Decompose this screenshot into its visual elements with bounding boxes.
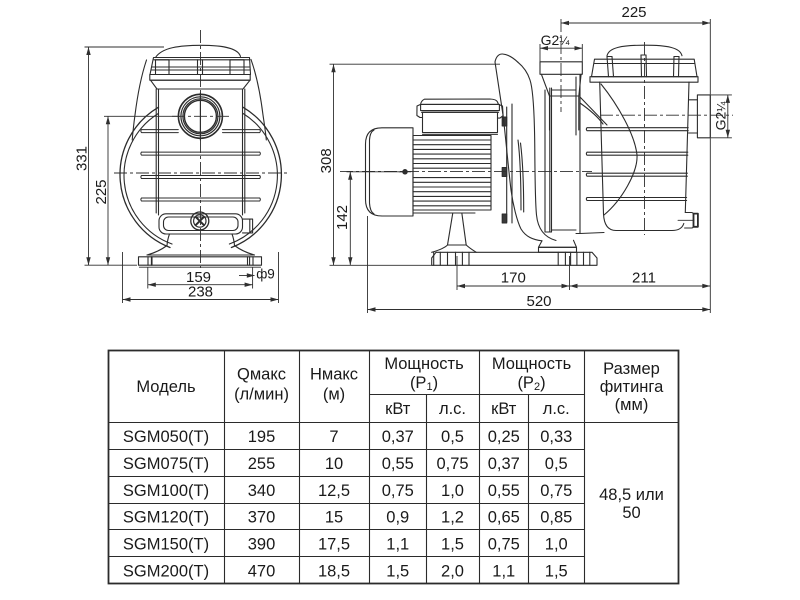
svg-text:0,5: 0,5 — [545, 455, 568, 473]
svg-text:159: 159 — [186, 269, 211, 286]
svg-text:1,2: 1,2 — [441, 509, 464, 527]
svg-text:(Р1): (Р1) — [410, 374, 438, 393]
svg-text:SGM050(Т): SGM050(Т) — [123, 428, 209, 446]
svg-text:л.с.: л.с. — [439, 400, 466, 418]
svg-text:211: 211 — [632, 269, 656, 286]
svg-text:238: 238 — [188, 283, 213, 300]
svg-text:0,55: 0,55 — [488, 482, 520, 500]
svg-text:G2¼: G2¼ — [541, 32, 571, 48]
svg-text:170: 170 — [501, 269, 526, 286]
svg-text:195: 195 — [248, 428, 276, 446]
svg-text:340: 340 — [248, 482, 276, 500]
svg-text:331: 331 — [74, 146, 91, 171]
svg-text:390: 390 — [248, 535, 276, 553]
svg-text:370: 370 — [248, 509, 276, 527]
svg-text:308: 308 — [318, 148, 335, 173]
svg-text:225: 225 — [621, 4, 646, 21]
svg-text:кВт: кВт — [385, 400, 411, 418]
svg-text:15: 15 — [325, 509, 343, 527]
svg-text:0,37: 0,37 — [382, 428, 414, 446]
svg-text:520: 520 — [526, 293, 551, 310]
svg-text:1,0: 1,0 — [441, 482, 464, 500]
svg-text:0,25: 0,25 — [488, 428, 520, 446]
svg-text:2,0: 2,0 — [441, 562, 464, 580]
svg-text:SGM200(Т): SGM200(Т) — [123, 562, 209, 580]
svg-text:0,65: 0,65 — [488, 509, 520, 527]
svg-text:(л/мин): (л/мин) — [234, 386, 289, 404]
svg-text:255: 255 — [248, 455, 276, 473]
svg-text:ф9: ф9 — [256, 266, 275, 281]
svg-text:SGM120(Т): SGM120(Т) — [123, 509, 209, 527]
svg-text:G2¼: G2¼ — [713, 101, 729, 131]
svg-text:0,85: 0,85 — [540, 509, 572, 527]
svg-text:SGM075(Т): SGM075(Т) — [123, 455, 209, 473]
svg-text:(мм): (мм) — [615, 396, 649, 414]
svg-text:1,0: 1,0 — [545, 535, 568, 553]
svg-text:0,75: 0,75 — [488, 535, 520, 553]
svg-text:225: 225 — [93, 179, 110, 204]
svg-text:л.с.: л.с. — [543, 400, 570, 418]
svg-text:0,75: 0,75 — [436, 455, 468, 473]
svg-text:0,33: 0,33 — [540, 428, 572, 446]
svg-text:0,75: 0,75 — [540, 482, 572, 500]
svg-text:0,55: 0,55 — [382, 455, 414, 473]
svg-text:1,5: 1,5 — [386, 562, 409, 580]
svg-text:142: 142 — [334, 205, 351, 230]
svg-text:7: 7 — [329, 428, 338, 446]
svg-text:кВт: кВт — [491, 400, 517, 418]
svg-text:10: 10 — [325, 455, 343, 473]
svg-text:SGM100(Т): SGM100(Т) — [123, 482, 209, 500]
svg-text:Модель: Модель — [136, 378, 195, 396]
svg-text:0,37: 0,37 — [488, 455, 520, 473]
svg-text:Нмакс: Нмакс — [310, 366, 358, 384]
svg-text:Qмакс: Qмакс — [237, 366, 286, 384]
svg-text:Мощность: Мощность — [492, 355, 571, 373]
svg-text:50: 50 — [622, 504, 640, 522]
svg-text:(Р2): (Р2) — [517, 374, 545, 393]
svg-text:фитинга: фитинга — [600, 378, 664, 396]
svg-text:0,9: 0,9 — [386, 509, 409, 527]
svg-text:0,75: 0,75 — [382, 482, 414, 500]
svg-text:1,1: 1,1 — [492, 562, 515, 580]
svg-text:470: 470 — [248, 562, 276, 580]
svg-text:0,5: 0,5 — [441, 428, 464, 446]
svg-text:12,5: 12,5 — [318, 482, 350, 500]
svg-text:1,5: 1,5 — [545, 562, 568, 580]
svg-text:1,1: 1,1 — [386, 535, 409, 553]
svg-text:17,5: 17,5 — [318, 535, 350, 553]
svg-text:18,5: 18,5 — [318, 562, 350, 580]
svg-text:Мощность: Мощность — [384, 355, 463, 373]
svg-text:SGM150(Т): SGM150(Т) — [123, 535, 209, 553]
svg-text:(м): (м) — [323, 386, 345, 404]
svg-text:1,5: 1,5 — [441, 535, 464, 553]
svg-text:Размер: Размер — [603, 360, 660, 378]
svg-text:48,5 или: 48,5 или — [599, 486, 664, 504]
